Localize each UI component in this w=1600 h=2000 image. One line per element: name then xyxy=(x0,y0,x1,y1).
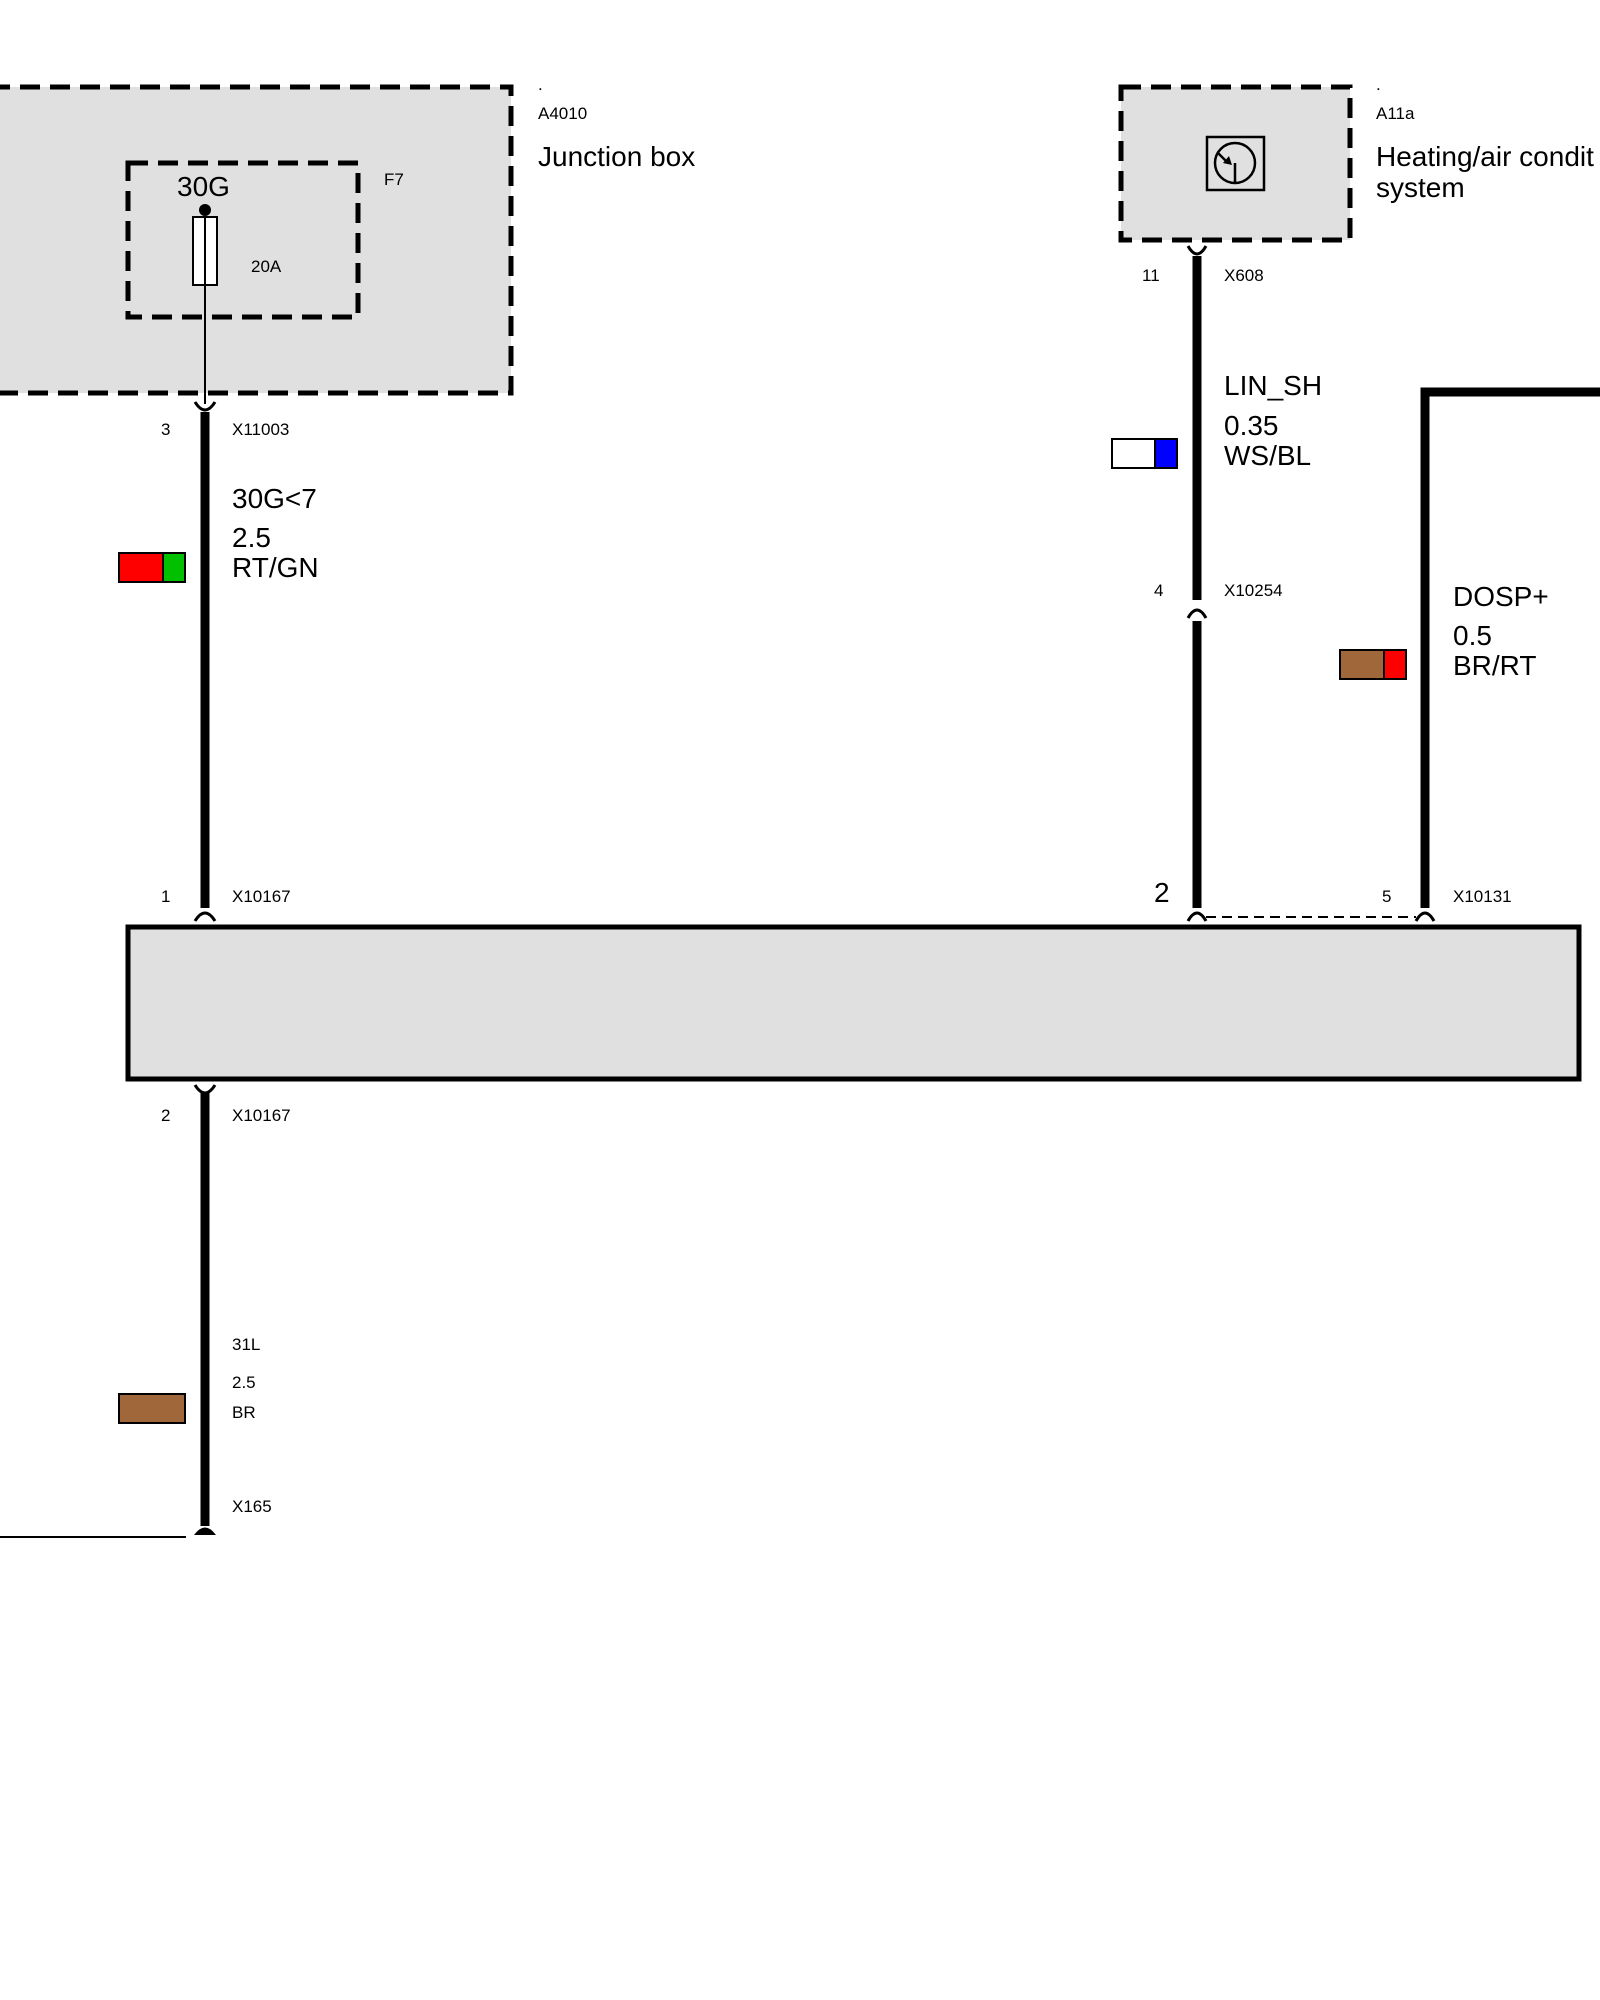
connector-x10131-pin-b: 5 xyxy=(1382,887,1391,906)
wire-dosp-color-swatch xyxy=(1339,649,1407,680)
connector-x10167-top-id: X10167 xyxy=(232,887,291,906)
wire-lin-color-swatch xyxy=(1111,438,1178,469)
connector-x10131-id: X10131 xyxy=(1453,887,1512,906)
wire-30g-color-code: RT/GN xyxy=(232,552,319,583)
connector-x10254-id: X10254 xyxy=(1224,581,1283,600)
wire-31l-color-swatch xyxy=(118,1393,186,1424)
connector-x10254-pin: 4 xyxy=(1154,581,1163,600)
connector-x10167-bottom-pin: 2 xyxy=(161,1106,170,1125)
junction-box-id: A4010 xyxy=(538,104,587,123)
wire-31l-color-code: BR xyxy=(232,1403,256,1422)
hvac-dot: . xyxy=(1376,75,1381,94)
fuse-id: F7 xyxy=(384,170,404,189)
connector-x10131-pin2-icon xyxy=(1186,911,1208,922)
hvac-module-icon xyxy=(1205,135,1266,192)
hvac-id: A11a xyxy=(1376,104,1415,123)
wire-lin-color-code: WS/BL xyxy=(1224,440,1311,471)
fuse-rating: 20A xyxy=(251,257,282,276)
fuse-terminal-label: 30G xyxy=(177,171,230,202)
ground-x165-id: X165 xyxy=(232,1497,272,1516)
wire-30g-signal: 30G<7 xyxy=(232,483,317,514)
connector-x608-icon xyxy=(1186,245,1208,256)
control-unit-box[interactable] xyxy=(125,924,1582,1082)
connector-x10131-pin5-icon xyxy=(1414,911,1436,922)
fuse-terminal-dot xyxy=(199,204,211,216)
hvac-name-line1: Heating/air condit xyxy=(1376,141,1594,172)
hvac-name-line2: system xyxy=(1376,172,1465,203)
wire-dosp[interactable] xyxy=(1420,387,1600,908)
junction-box-dot: . xyxy=(538,75,543,94)
wire-31l-gauge: 2.5 xyxy=(232,1373,256,1392)
connector-x10167-top-pin: 1 xyxy=(161,887,170,906)
connector-x11003-pin: 3 xyxy=(161,420,170,439)
connector-x10167-bottom-icon xyxy=(193,1084,217,1095)
connector-x10167-bottom-id: X10167 xyxy=(232,1106,291,1125)
wire-31l-signal: 31L xyxy=(232,1335,260,1354)
ground-terminal-icon xyxy=(194,1527,216,1535)
wire-dosp-gauge: 0.5 xyxy=(1453,620,1492,651)
connector-x10167-top-icon xyxy=(193,911,217,922)
wire-lin-gauge: 0.35 xyxy=(1224,410,1279,441)
connector-x11003-icon xyxy=(193,401,217,412)
wire-lin-signal: LIN_SH xyxy=(1224,370,1322,401)
wire-30g-gauge: 2.5 xyxy=(232,522,271,553)
connector-x608-pin: 11 xyxy=(1142,266,1160,285)
connector-x11003-id: X11003 xyxy=(232,420,289,439)
junction-box[interactable] xyxy=(0,84,514,396)
junction-box-name: Junction box xyxy=(538,141,695,172)
connector-x10131-pin-a: 2 xyxy=(1154,877,1170,908)
connector-x10254-icon xyxy=(1186,608,1208,619)
wire-30g-color-swatch xyxy=(118,552,186,583)
fuse-box-outline xyxy=(125,160,361,320)
connector-x608-id: X608 xyxy=(1224,266,1264,285)
wire-dosp-color-code: BR/RT xyxy=(1453,650,1537,681)
wire-dosp-signal: DOSP+ xyxy=(1453,581,1549,612)
